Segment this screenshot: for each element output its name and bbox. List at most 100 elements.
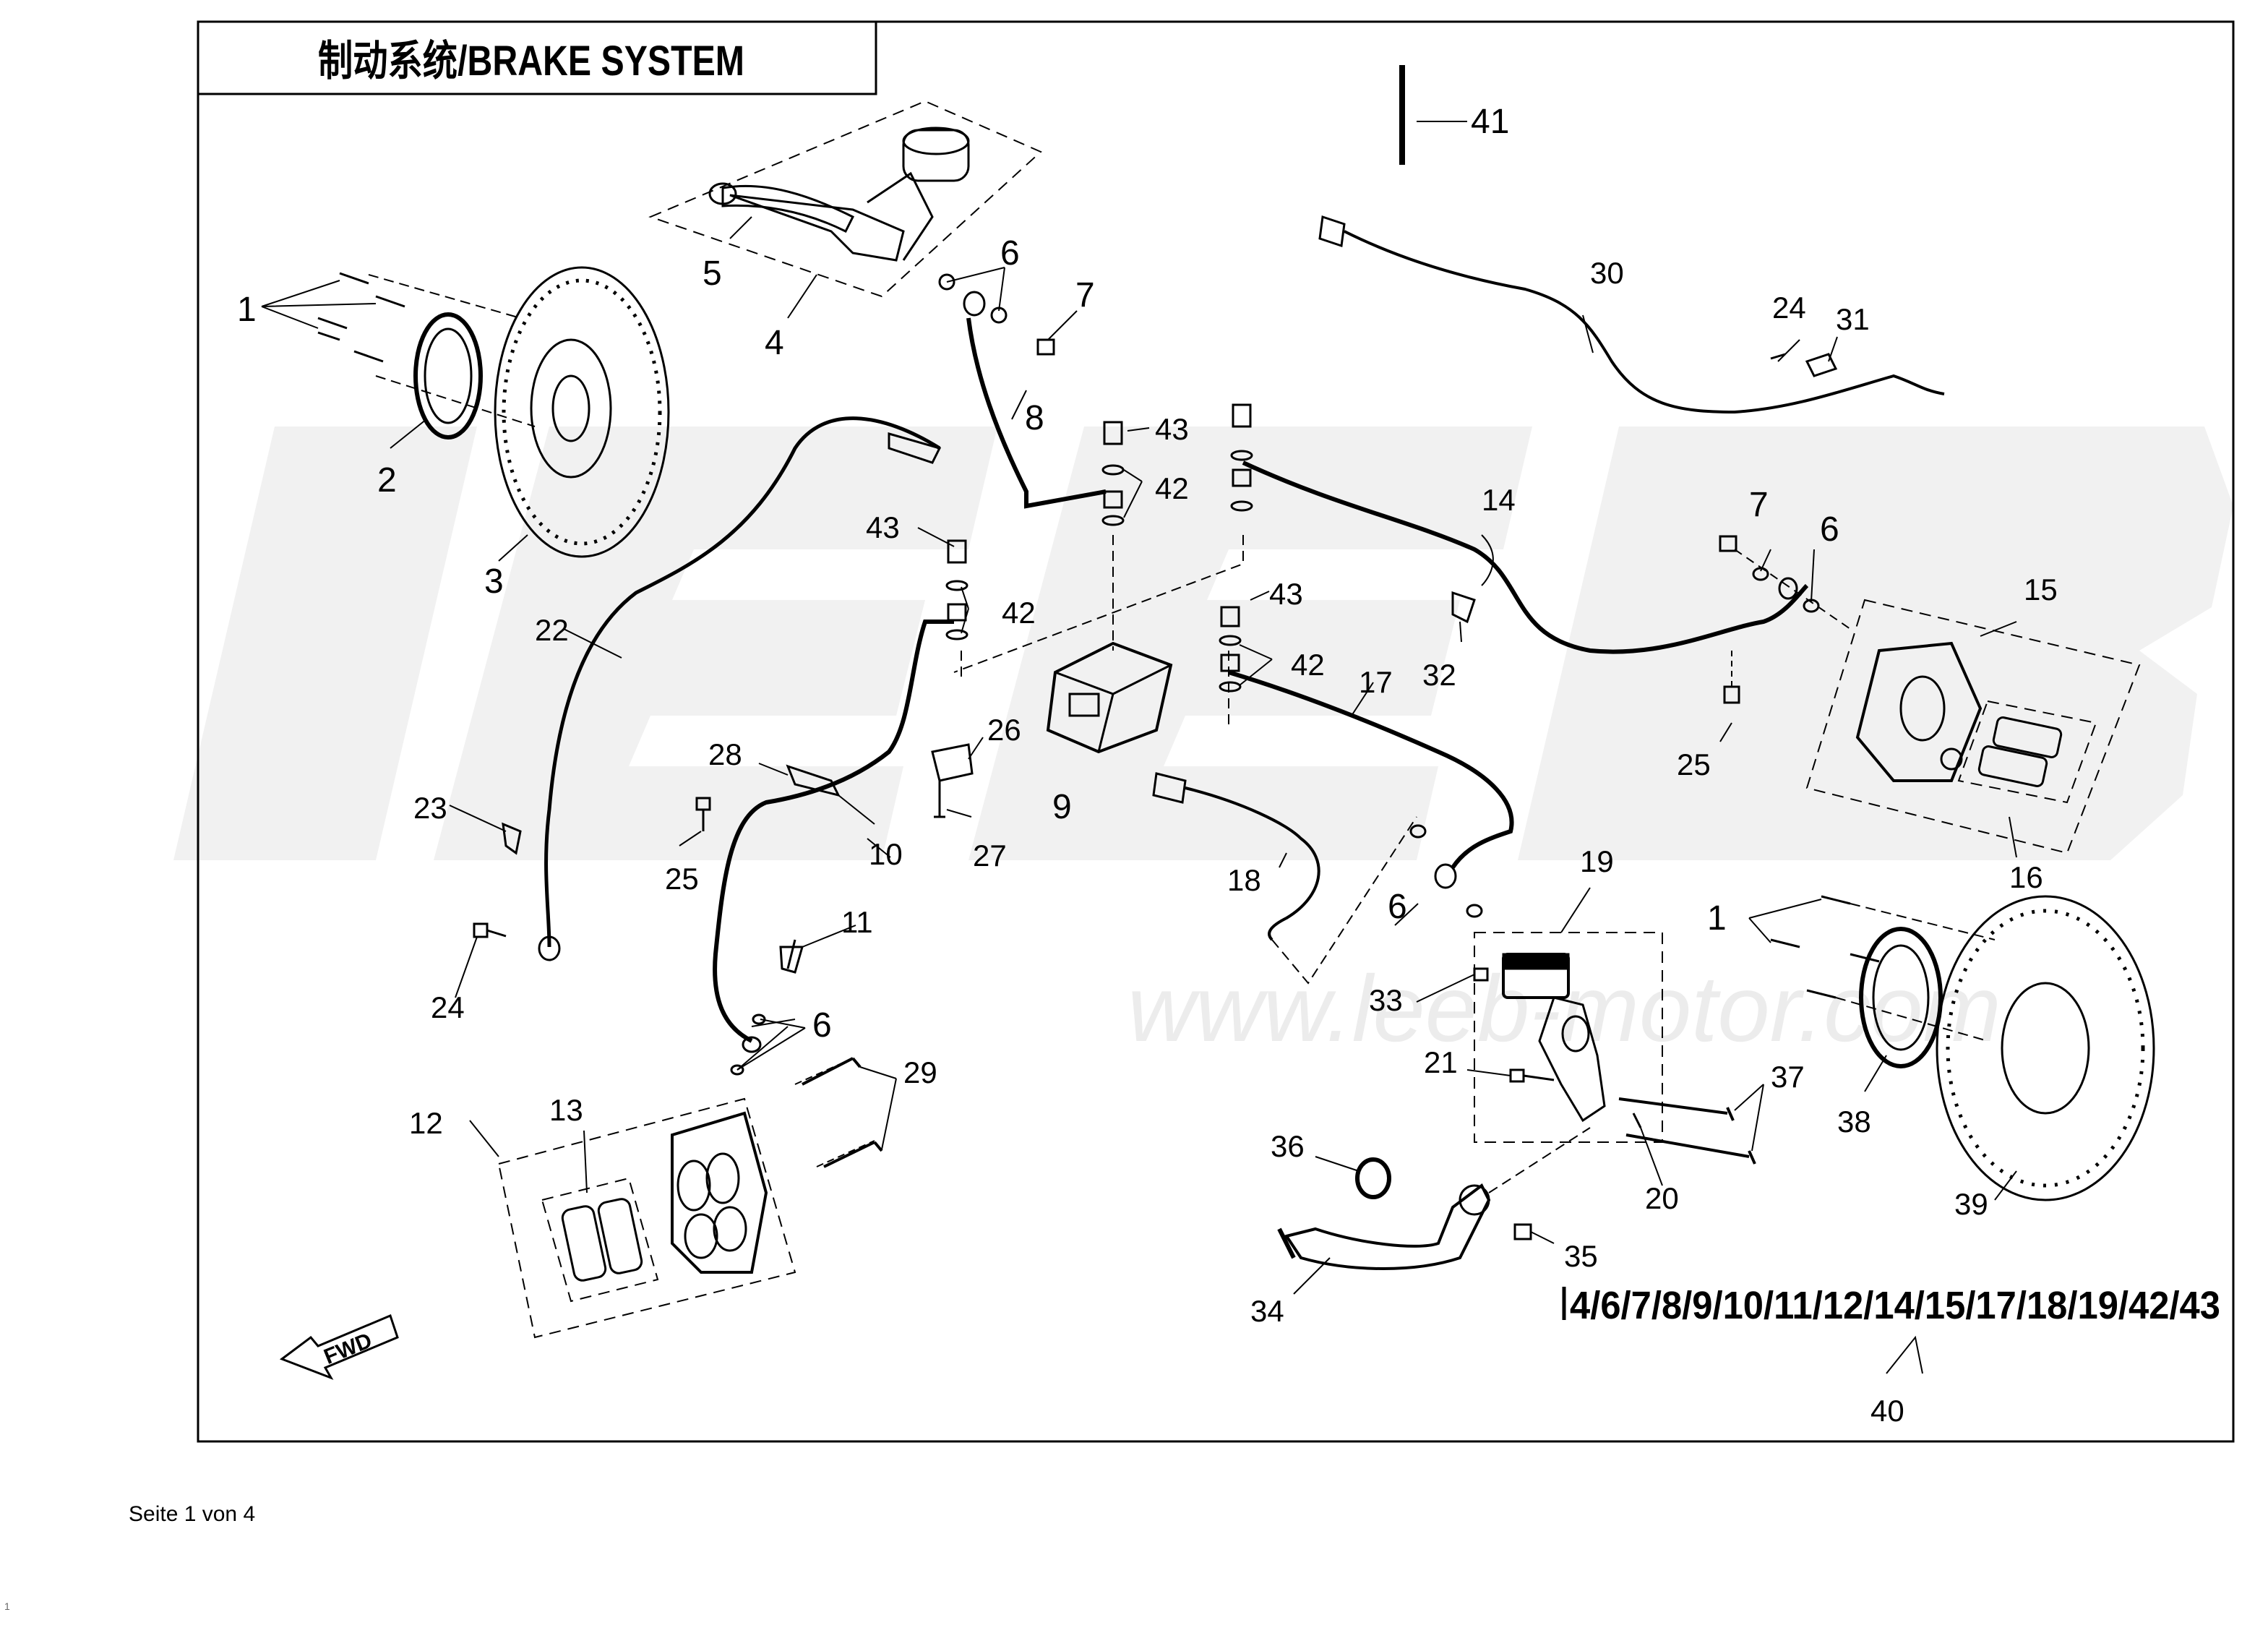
callout-18: 18: [1227, 863, 1261, 897]
lever-knob: [708, 182, 737, 205]
callout-39: 39: [1954, 1187, 1988, 1221]
front-sensor-head: [538, 935, 561, 961]
abs-bolts-washers: [945, 403, 1253, 693]
bolt-25-rear: [1723, 651, 1740, 704]
callout-30: 30: [1590, 256, 1624, 290]
front-brake-disc: [494, 266, 670, 558]
callout-1-front: 1: [237, 291, 257, 329]
bolt-21: [1509, 1068, 1555, 1083]
bolt-25-front: [695, 797, 711, 831]
caliper-bolts: [794, 1057, 883, 1168]
callout-28: 28: [708, 737, 742, 771]
callout-14: 14: [1482, 483, 1516, 517]
callout-15: 15: [2024, 573, 2058, 607]
callout-24-rear: 24: [1772, 291, 1806, 325]
callout-13: 13: [549, 1093, 583, 1127]
rear-sensor-cable: [1344, 230, 1945, 414]
callout-29: 29: [903, 1055, 937, 1089]
sensor-plug-30: [1318, 215, 1346, 247]
callout-1-rear: 1: [1707, 899, 1727, 938]
page-footer: Seite 1 von 4: [129, 1502, 256, 1526]
front-pad-frame: [541, 1177, 659, 1303]
callout-17: 17: [1359, 665, 1393, 699]
front-sensor-cable: [544, 416, 941, 948]
title-frame: [198, 22, 877, 95]
callout-21: 21: [1424, 1045, 1458, 1079]
rear-abs-sensor-cable: [1185, 787, 1320, 941]
sensor-bolt-24-front: [473, 922, 507, 938]
pedal-seal-36: [1355, 1157, 1391, 1199]
callout-8: 8: [1025, 399, 1044, 437]
front-abs-ring: [413, 312, 483, 440]
callout-42-b: 42: [1002, 596, 1036, 630]
watermark-logo: [173, 427, 2233, 860]
hose-clamp-32: [1451, 591, 1476, 624]
callout-4: 4: [765, 324, 784, 362]
callout-6-rear-master: 6: [1388, 888, 1407, 926]
callout-43-b: 43: [866, 510, 900, 544]
callout-31: 31: [1836, 302, 1870, 336]
callout-7-rear: 7: [1749, 486, 1769, 524]
callout-16: 16: [2009, 860, 2043, 894]
callout-10: 10: [869, 837, 903, 871]
callout-7-top: 7: [1075, 276, 1095, 314]
callout-32: 32: [1422, 658, 1456, 692]
rear-brake-disc: [1936, 895, 2155, 1201]
bolt-27: [934, 781, 945, 818]
banjo-washers-front-caliper: [730, 1013, 796, 1076]
front-upper-hose: [966, 317, 1107, 509]
callout-23: 23: [413, 791, 447, 825]
banjo-washers-rear-master: [1409, 824, 1483, 918]
callout-25-front: 25: [665, 862, 699, 896]
diagram-frame: [197, 20, 2235, 1443]
brake-lever: [721, 184, 855, 233]
callout-41: 41: [1471, 103, 1509, 141]
front-master-cylinder: [648, 100, 1042, 298]
callout-40: 40: [1870, 1394, 1904, 1428]
callout-24-front: 24: [431, 990, 465, 1024]
rear-master-cylinder: [1502, 953, 1606, 1123]
callout-27: 27: [973, 839, 1007, 873]
forward-arrow: [279, 1313, 399, 1380]
sensor-guide-18: [1271, 816, 1417, 985]
bleeder-valve: [779, 939, 804, 974]
callout-6-rear-caliper: 6: [1820, 510, 1839, 549]
front-disc-bolts: [317, 272, 536, 427]
callout-6-front-caliper: 6: [812, 1006, 832, 1045]
callout-34: 34: [1250, 1294, 1284, 1328]
callout-20: 20: [1645, 1181, 1679, 1215]
rear-upper-hose: [1242, 460, 1809, 654]
banjo-washers-top: [938, 273, 1055, 356]
callout-22: 22: [535, 613, 569, 647]
page-corner-mark: 1: [4, 1600, 10, 1612]
callout-12: 12: [409, 1106, 443, 1140]
callout-35: 35: [1564, 1239, 1598, 1273]
brake-pedal: [1277, 1183, 1491, 1270]
abs-module: [1046, 641, 1173, 754]
leader-lines: [261, 121, 2017, 1374]
fwd-label: FWD: [321, 1329, 376, 1369]
rear-abs-ring: [1859, 927, 1943, 1068]
rear-master-kit-frame: [1474, 932, 1663, 1143]
sensor-plug-18: [1152, 772, 1187, 804]
front-brake-pads: [561, 1198, 643, 1282]
cable-clip-23: [502, 822, 522, 855]
callout-43-c: 43: [1269, 577, 1303, 611]
callout-6-top: 6: [1000, 234, 1020, 273]
callout-9: 9: [1052, 788, 1072, 826]
rear-lower-hose: [1228, 670, 1514, 869]
callout-36: 36: [1271, 1129, 1305, 1163]
callout-37: 37: [1771, 1060, 1805, 1094]
callout-38: 38: [1837, 1105, 1871, 1139]
callout-43-a: 43: [1155, 412, 1189, 446]
callout-26: 26: [987, 713, 1021, 747]
rear-caliper: [1855, 641, 1983, 782]
diagram-title: 制动系统/BRAKE SYSTEM: [318, 38, 744, 85]
callout-numbers: 41 1 2 3 5 4 6 7 8 43 42 43 42 43 42 9 2…: [237, 103, 2058, 1428]
pedal-bolt-35: [1513, 1223, 1532, 1240]
callout-33: 33: [1369, 983, 1403, 1017]
front-lower-hose: [713, 620, 954, 1043]
hose-clamp-26: [931, 743, 974, 782]
callout-11: 11: [841, 905, 873, 939]
